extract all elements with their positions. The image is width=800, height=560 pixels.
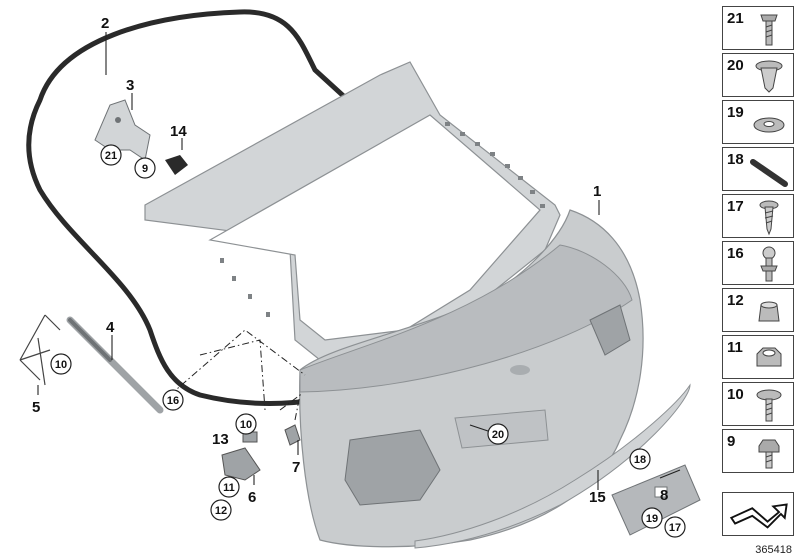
callout-3: 3 — [126, 77, 134, 94]
hex-bolt-icon — [758, 439, 780, 469]
legend-number: 16 — [727, 245, 744, 262]
diagram-number: 365418 — [755, 544, 792, 556]
gas-strut — [66, 316, 164, 414]
circled-callout-10-left: 10 — [50, 353, 72, 375]
circled-callout-11: 11 — [218, 476, 240, 498]
svg-text:10: 10 — [240, 419, 252, 431]
circled-callout-19: 19 — [641, 507, 663, 529]
bracket-slot — [654, 486, 668, 498]
callout-15: 15 — [589, 489, 606, 506]
legend-number: 18 — [727, 151, 744, 168]
callout-1: 1 — [593, 183, 601, 200]
collar-screw-icon — [756, 389, 782, 422]
parts-diagram: 1 2 3 4 5 6 7 8 13 14 15 21 9 10 16 10 1… — [19, 9, 701, 549]
legend-item-19: 19 — [722, 100, 794, 144]
legend-number: 19 — [727, 104, 744, 121]
cable-harness — [19, 314, 61, 386]
callout-7: 7 — [292, 459, 300, 476]
tailgate-side-recess — [589, 304, 631, 356]
latch-assembly — [221, 447, 261, 481]
svg-text:18: 18 — [634, 454, 646, 466]
legend-item-12: 12 — [722, 288, 794, 332]
circled-callout-10-mid: 10 — [235, 413, 257, 435]
circled-callout-16: 16 — [162, 389, 184, 411]
rubber-buffer — [165, 155, 188, 175]
legend-item-9: 9 — [722, 429, 794, 473]
svg-text:20: 20 — [492, 429, 504, 441]
legend-item-10: 10 — [722, 382, 794, 426]
circled-callout-21: 21 — [100, 144, 122, 166]
circled-callout-9: 9 — [134, 157, 156, 179]
trim-strip — [414, 383, 691, 549]
tailgate-spoiler-edge — [299, 244, 633, 393]
legend-item-16: 16 — [722, 241, 794, 285]
callout-4: 4 — [106, 319, 115, 336]
arrow-icon — [729, 503, 788, 529]
svg-text:16: 16 — [167, 395, 179, 407]
screw-icon — [760, 14, 778, 46]
svg-text:19: 19 — [646, 513, 658, 525]
callout-13: 13 — [212, 431, 229, 448]
frame-holes — [220, 122, 545, 317]
circled-callout-17: 17 — [664, 516, 686, 538]
callout-8: 8 — [660, 487, 668, 504]
legend-item-20: 20 — [722, 53, 794, 97]
svg-text:12: 12 — [215, 505, 227, 517]
tailgate-lower-opening — [344, 429, 441, 506]
license-bracket — [611, 464, 701, 536]
seal-strip-icon — [750, 159, 788, 187]
self-tapping-screw-icon — [759, 200, 779, 236]
legend-item-11: 11 — [722, 335, 794, 379]
legend-item-21: 21 — [722, 6, 794, 50]
navigation-arrow-button[interactable] — [722, 492, 794, 536]
svg-text:10: 10 — [55, 359, 67, 371]
washer-icon — [753, 117, 785, 133]
legend-number: 10 — [727, 386, 744, 403]
legend-number: 21 — [727, 10, 744, 27]
circled-callout-20: 20 — [487, 423, 509, 445]
callout-5: 5 — [32, 399, 40, 416]
hex-nut-icon — [756, 347, 782, 367]
parts-legend: 21 20 19 18 17 16 — [722, 6, 796, 476]
legend-number: 17 — [727, 198, 744, 215]
svg-text:21: 21 — [105, 150, 117, 162]
svg-text:17: 17 — [669, 522, 681, 534]
expanding-rivet-icon — [755, 60, 783, 93]
legend-number: 11 — [727, 339, 743, 356]
circled-callout-18: 18 — [629, 448, 651, 470]
callout-6: 6 — [248, 489, 256, 506]
legend-number: 20 — [727, 57, 744, 74]
ball-stud-icon — [760, 246, 778, 282]
legend-item-18: 18 — [722, 147, 794, 191]
callout-2: 2 — [101, 15, 109, 32]
callout-14: 14 — [170, 123, 187, 140]
circled-callout-12: 12 — [210, 499, 232, 521]
badge-mount — [510, 365, 530, 375]
svg-text:9: 9 — [142, 163, 148, 175]
nut-cap-icon — [758, 301, 780, 322]
legend-number: 12 — [727, 292, 744, 309]
svg-text:11: 11 — [223, 482, 235, 494]
legend-number: 9 — [727, 433, 736, 450]
legend-item-17: 17 — [722, 194, 794, 238]
striker-bracket — [284, 424, 301, 446]
